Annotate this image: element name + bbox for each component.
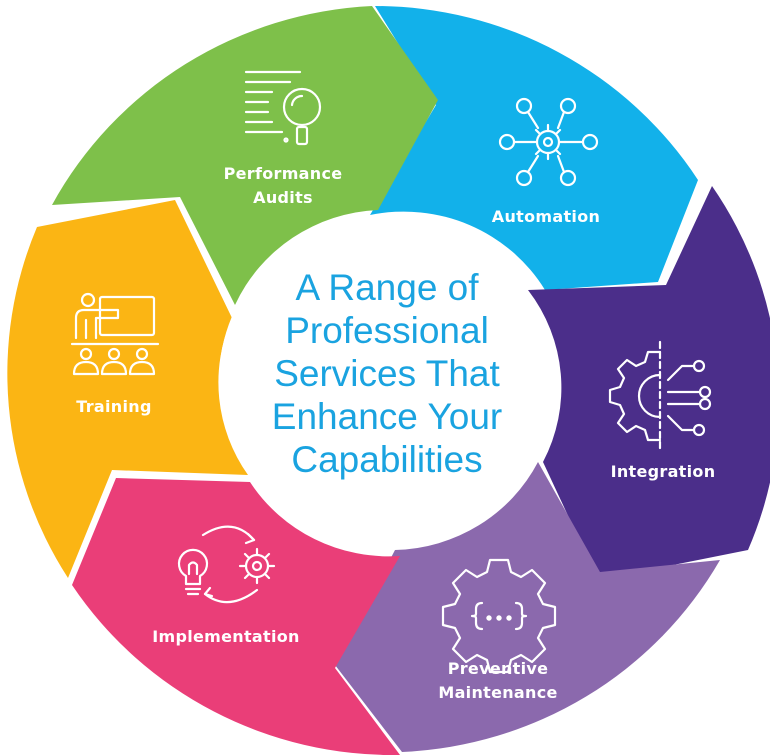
- segment-maintenance-shape: [335, 462, 720, 752]
- integration-label: Integration: [611, 462, 716, 481]
- segment-training-shape: [7, 200, 248, 578]
- center-title-line-5: Capabilities: [291, 439, 482, 480]
- center-title-line-1: A Range of: [295, 267, 479, 308]
- segment-training: [7, 200, 248, 578]
- preventive-maintenance-label-line-1: Preventive: [448, 659, 549, 678]
- segment-performance-audits: [52, 6, 438, 305]
- segment-integration-shape: [528, 186, 770, 580]
- automation-label: Automation: [492, 207, 600, 226]
- training-presentation-icon: [70, 292, 160, 376]
- segment-performance-audits-shape: [52, 6, 438, 305]
- maintenance-gear-code-icon: [441, 558, 557, 674]
- automation-gear-network-icon: [498, 97, 599, 187]
- integration-gear-circuit-icon: [608, 340, 712, 452]
- segment-implementation-shape: [72, 478, 400, 755]
- preventive-maintenance-label-line-2: Maintenance: [438, 683, 557, 702]
- implementation-label: Implementation: [152, 627, 300, 646]
- segment-implementation: [72, 478, 400, 755]
- segment-maintenance: [335, 462, 720, 752]
- audit-magnifier-icon: [244, 70, 322, 146]
- center-title-line-2: Professional: [285, 310, 489, 351]
- implementation-bulb-gear-icon: [177, 525, 276, 604]
- training-label: Training: [76, 397, 151, 416]
- center-title: A Range of Professional Services That En…: [272, 267, 502, 480]
- center-title-line-3: Services That: [274, 353, 500, 394]
- performance-audits-label-line-1: Performance: [224, 164, 343, 183]
- segment-integration: [528, 186, 770, 580]
- center-title-line-4: Enhance Your: [272, 396, 502, 437]
- performance-audits-label-line-2: Audits: [253, 188, 313, 207]
- segment-automation-shape: [370, 6, 698, 290]
- center-circle: [219, 215, 555, 545]
- segment-automation: [370, 6, 698, 290]
